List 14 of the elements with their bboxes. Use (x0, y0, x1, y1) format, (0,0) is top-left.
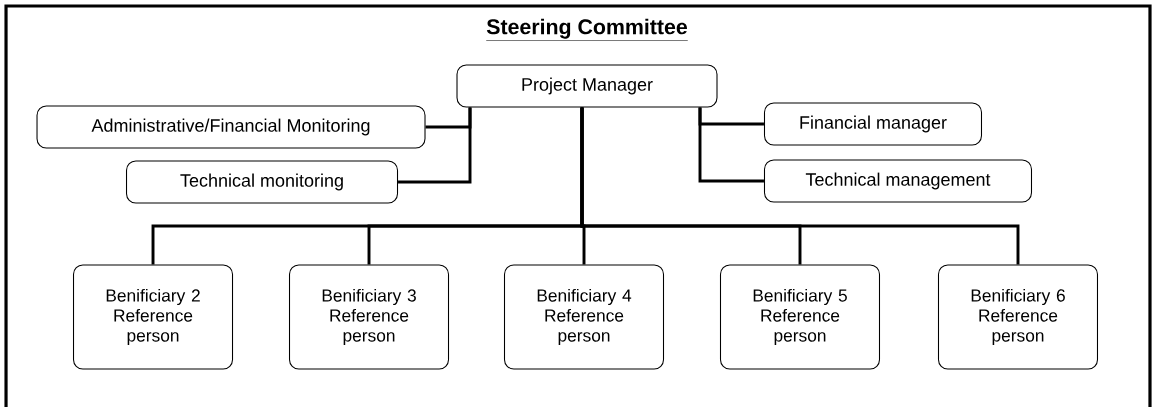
role-box: Technical management (763, 159, 1033, 203)
role-box: Financial manager (763, 102, 983, 146)
person-box: Benificiary 6 Reference person (937, 264, 1099, 370)
role-box: Administrative/Financial Monitoring (36, 105, 426, 149)
person-box: Benificiary 5 Reference person (719, 264, 881, 370)
connector-line (398, 107, 472, 184)
person-box: Benificiary 3 Reference person (288, 264, 450, 370)
role-box: Project Manager (456, 64, 718, 108)
connector-line (580, 107, 1020, 265)
person-box: Benificiary 2 Reference person (73, 264, 234, 370)
role-box: Technical monitoring (126, 160, 399, 204)
person-box: Benificiary 4 Reference person (503, 264, 665, 370)
connector-line (698, 107, 764, 183)
title: Steering Committee (485, 18, 689, 41)
